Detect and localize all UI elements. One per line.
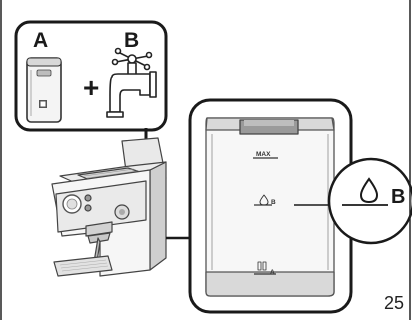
tank-mark-a: A (270, 269, 275, 276)
page-number: 25 (384, 294, 404, 312)
plus-sign: + (83, 74, 99, 102)
label-a: A (33, 30, 48, 51)
coffee-machine-illustration (52, 138, 166, 276)
label-b: B (124, 30, 139, 51)
tank-mark-max: MAX (256, 151, 270, 158)
callout-label-b: B (391, 187, 405, 207)
water-filter-icon (27, 58, 61, 122)
tank-mark-b: B (271, 199, 276, 206)
